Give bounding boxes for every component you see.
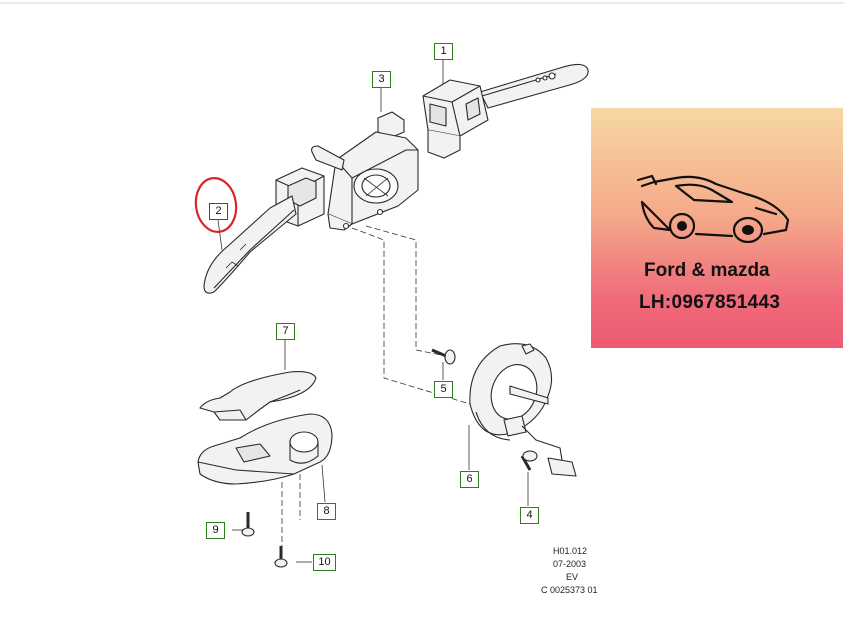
- switch-carrier-part: [311, 111, 419, 231]
- callout-2: 2: [209, 203, 228, 220]
- screw-4-part: [520, 450, 538, 471]
- promo-phone-text: LH:0967851443: [639, 292, 781, 313]
- callout-4: 4: [520, 507, 539, 524]
- clock-spring-part: [469, 343, 577, 477]
- indicator-switch-part: [203, 167, 325, 294]
- callout-7: 7: [276, 323, 295, 340]
- highlight-circle: [194, 177, 238, 233]
- callout-8: 8: [317, 503, 336, 520]
- reference-line-4: C 0025373 01: [541, 585, 598, 595]
- wiper-switch-part: [422, 63, 589, 159]
- screw-5-part: [431, 348, 456, 365]
- upper-shroud-part: [199, 371, 317, 421]
- reference-line-1: H01.012: [553, 546, 588, 556]
- callout-6: 6: [460, 471, 479, 488]
- screw-10-part: [274, 546, 288, 568]
- callout-3: 3: [372, 71, 391, 88]
- callout-1: 1: [434, 43, 453, 60]
- promo-brand-text: Ford & mazda: [644, 260, 770, 281]
- sports-car-logo-icon: [636, 174, 790, 243]
- callout-5: 5: [434, 381, 453, 398]
- callout-10: 10: [313, 554, 336, 571]
- promo-banner: Ford & mazda LH:0967851443: [591, 108, 843, 348]
- lower-shroud-part: [197, 413, 333, 485]
- callout-9: 9: [206, 522, 225, 539]
- reference-line-2: 07-2003: [553, 559, 587, 569]
- reference-line-3: EV: [566, 572, 579, 582]
- screw-9-part: [241, 512, 255, 537]
